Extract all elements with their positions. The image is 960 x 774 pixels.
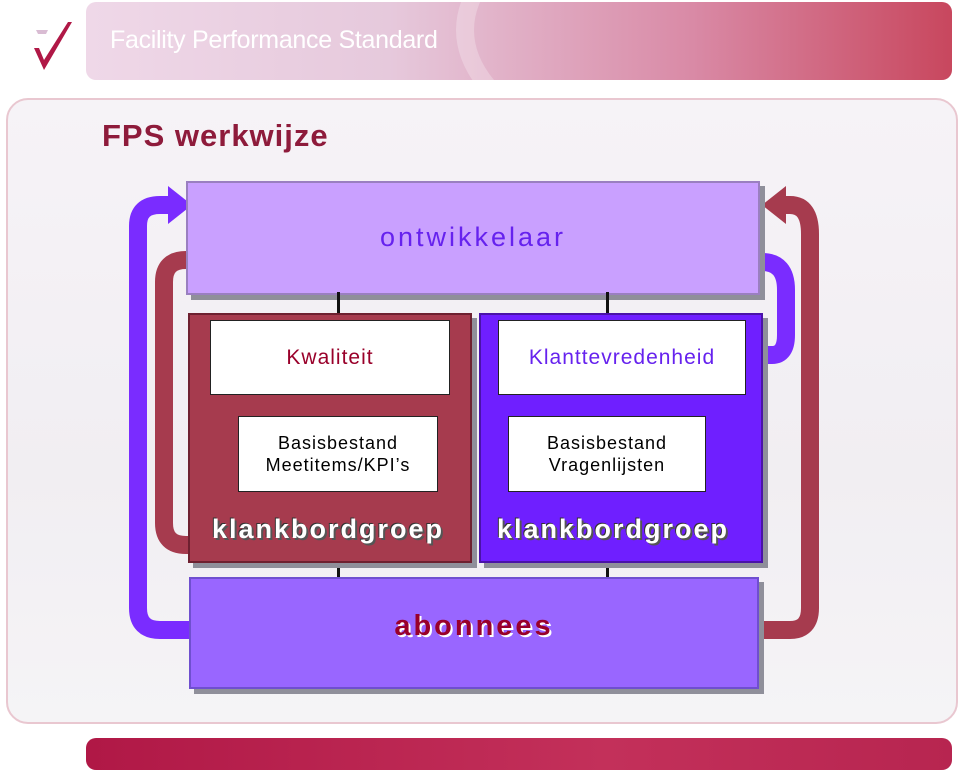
quality-base-box: Basisbestand Meetitems/KPI’s xyxy=(238,416,438,492)
satisfaction-title-box: Klanttevredenheid xyxy=(498,320,746,395)
outer-right-arrow xyxy=(755,196,819,639)
satisfaction-base-line2: Vragenlijsten xyxy=(548,455,666,475)
subscribers-label: abonnees xyxy=(394,610,554,642)
quality-base-line1: Basisbestand xyxy=(277,433,399,453)
satisfaction-base-line1: Basisbestand xyxy=(546,433,668,453)
connector-left-top xyxy=(337,292,340,314)
logo-checkmark-icon xyxy=(34,22,72,70)
satisfaction-title: Klanttevredenheid xyxy=(528,345,716,369)
satisfaction-group-label: klankbordgroep xyxy=(497,514,730,544)
outer-left-arrowhead xyxy=(168,186,192,224)
quality-base-line2: Meetitems/KPI’s xyxy=(265,455,411,475)
outer-left-arrow xyxy=(129,196,192,639)
developer-label: ontwikkelaar xyxy=(379,222,567,252)
quality-group-label: klankbordgroep xyxy=(212,514,445,544)
subscribers-box xyxy=(189,577,759,689)
satisfaction-base-box: Basisbestand Vragenlijsten xyxy=(508,416,706,492)
connector-left-bottom xyxy=(337,560,340,578)
inner-right-arrow xyxy=(752,253,795,364)
slide-title: FPS werkwijze xyxy=(102,118,329,153)
connector-right-top xyxy=(606,292,609,314)
header-title: Facility Performance Standard xyxy=(110,26,438,54)
quality-title: Kwaliteit xyxy=(286,345,374,369)
footer-bar xyxy=(86,738,952,770)
inner-left-arrow xyxy=(155,251,196,554)
header-banner xyxy=(86,2,952,80)
quality-title-box: Kwaliteit xyxy=(210,320,450,395)
developer-box xyxy=(186,181,760,295)
outer-right-arrowhead xyxy=(762,186,786,224)
connector-right-bottom xyxy=(606,560,609,578)
